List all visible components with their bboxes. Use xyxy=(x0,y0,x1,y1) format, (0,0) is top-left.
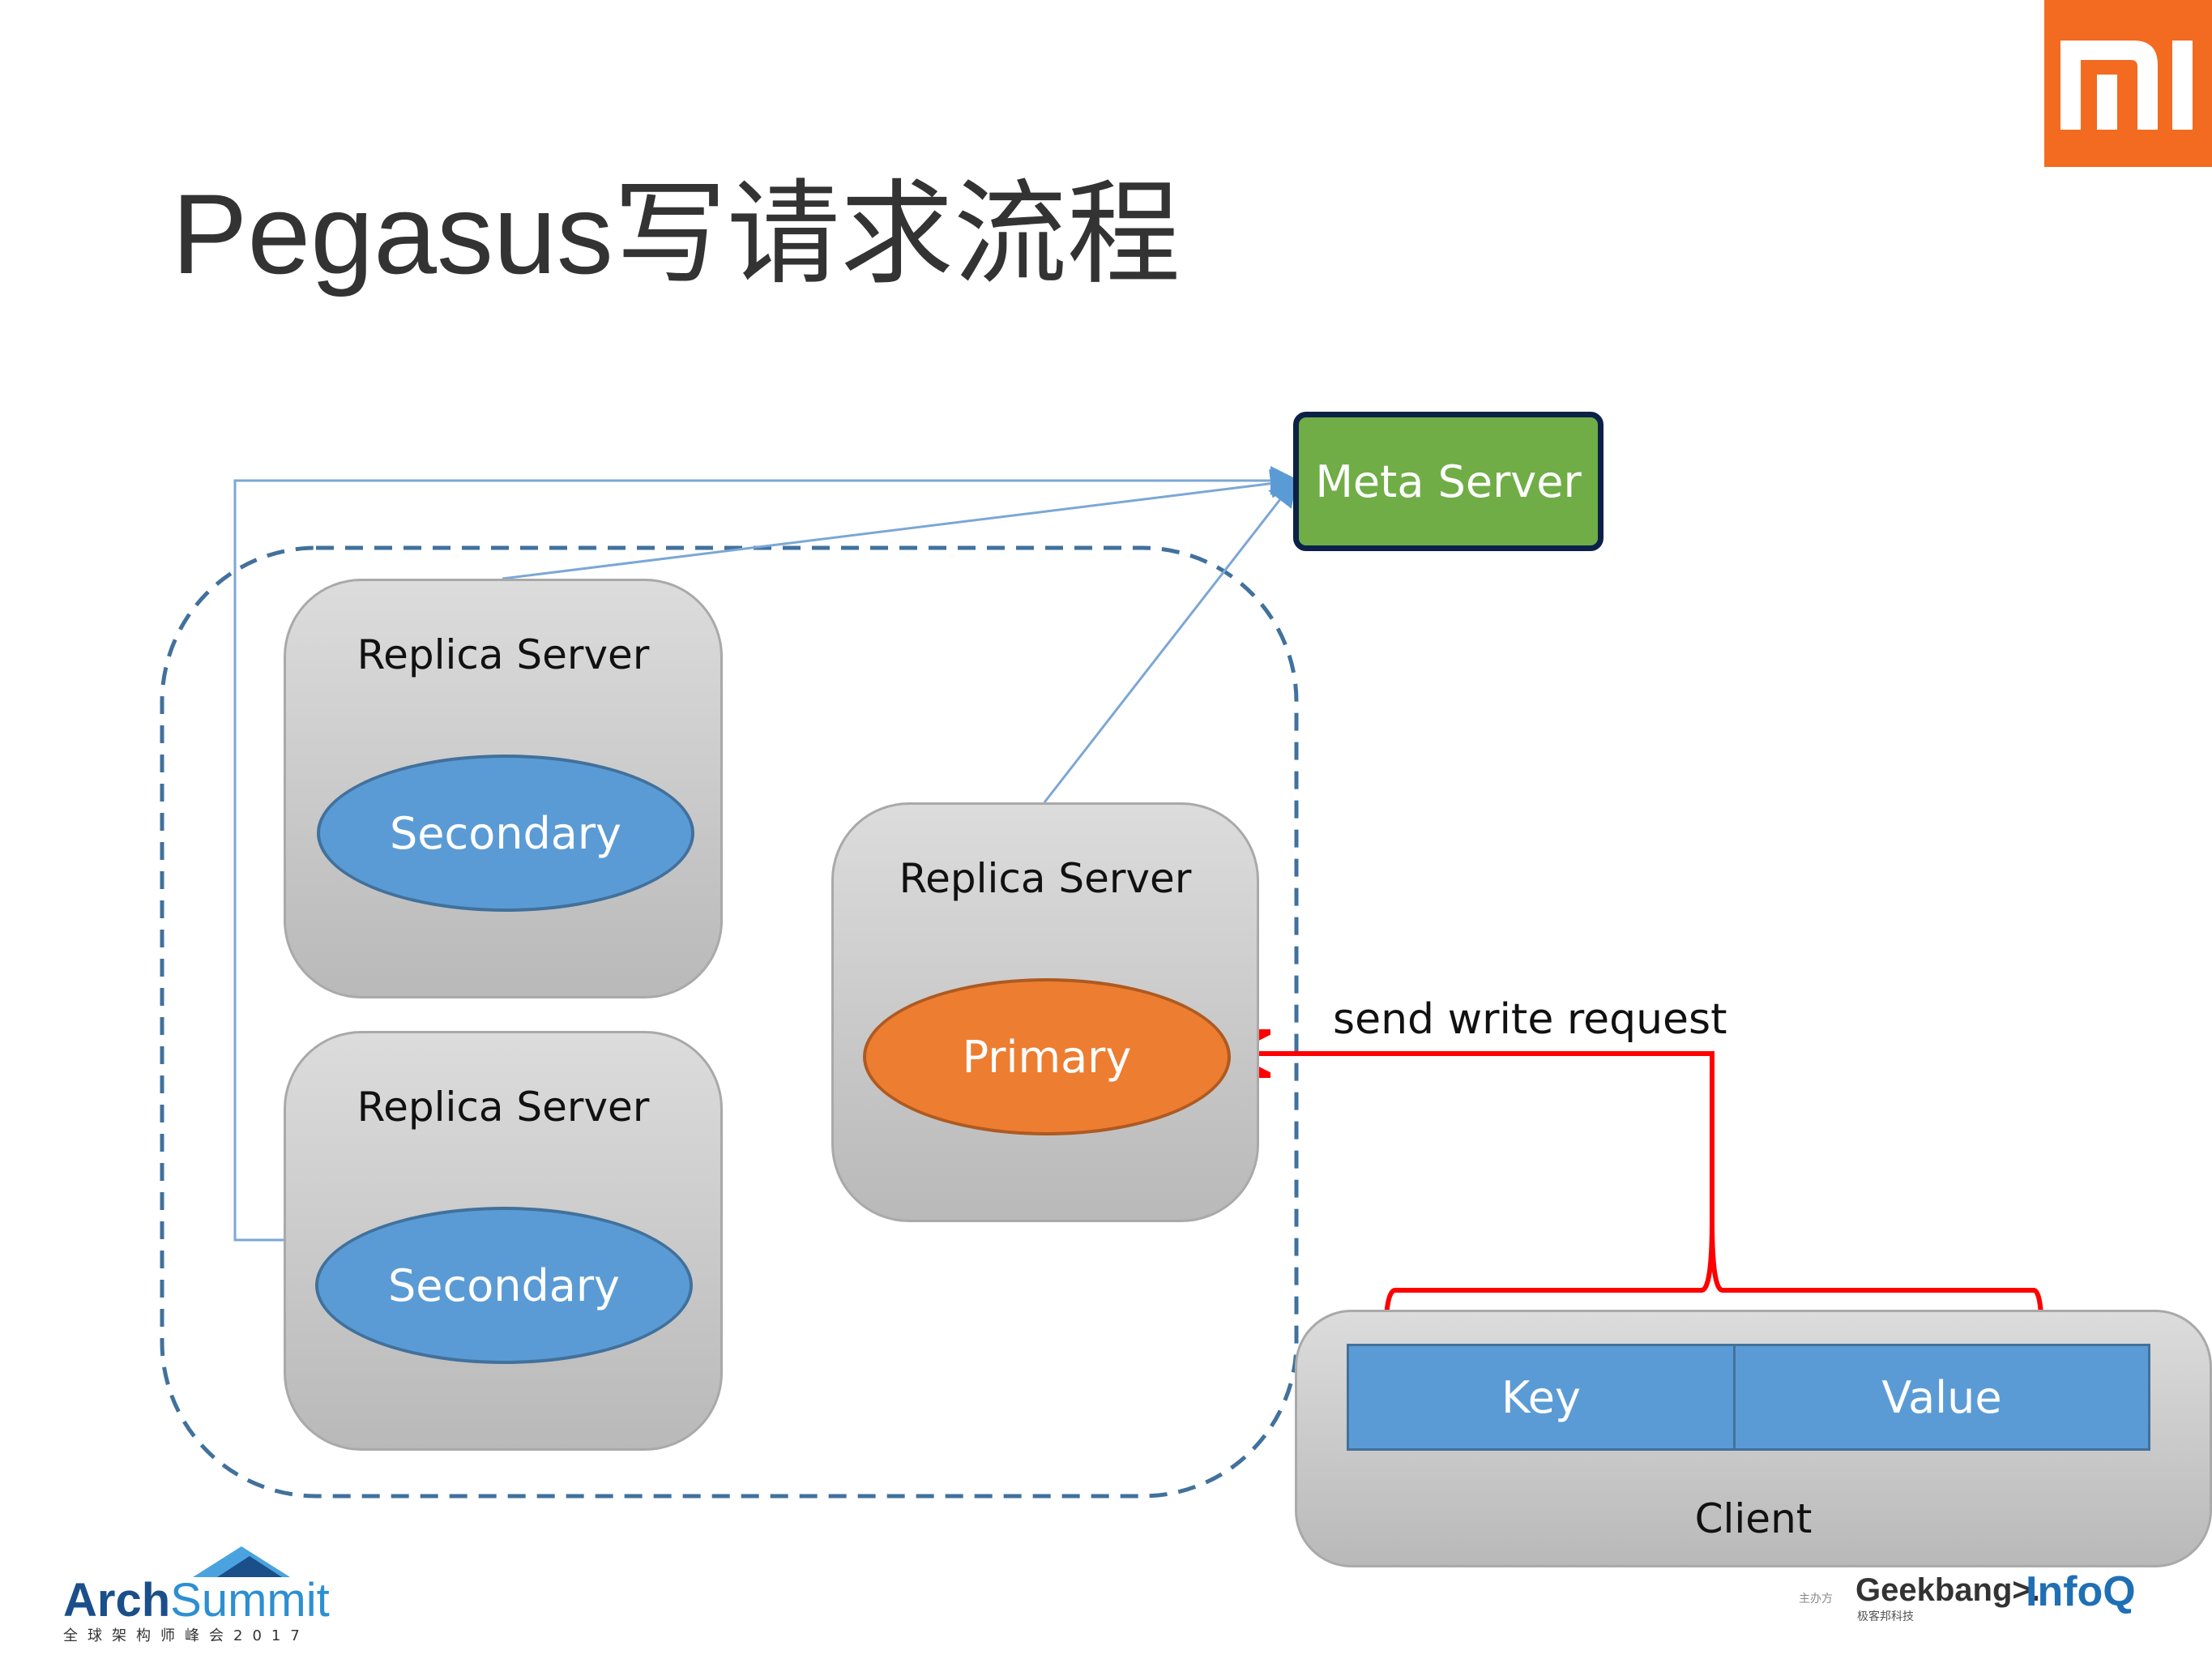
page-title: Pegasus写请求流程 xyxy=(172,170,1181,297)
link-secondary-bottom-to-meta xyxy=(233,466,1300,1242)
xiaomi-logo xyxy=(2044,0,2212,167)
secondary-node: Secondary xyxy=(317,755,694,912)
client-label: Client xyxy=(1694,1495,1813,1542)
replica-server-label: Replica Server xyxy=(357,631,650,678)
request-brace xyxy=(1383,1219,2044,1342)
replica-server-label: Replica Server xyxy=(357,1084,650,1131)
replica-server-top: Replica Server Secondary xyxy=(284,579,723,998)
secondary-node: Secondary xyxy=(315,1207,693,1364)
infoq-logo: InfoQ xyxy=(2026,1568,2136,1615)
link-secondary-top-to-meta xyxy=(502,468,1300,580)
summit-word: Summit xyxy=(170,1574,330,1627)
write-request-arrow xyxy=(1232,1054,1715,1220)
archsummit-logo: ArchSummit 全球架构师峰会2017 xyxy=(63,1546,330,1645)
geekbang-subtitle: 极客邦科技 xyxy=(1857,1610,1914,1623)
meta-server: Meta Server xyxy=(1293,412,1603,551)
mountain-icon xyxy=(193,1546,290,1577)
arch-word: Arch xyxy=(63,1574,171,1627)
send-write-request-label: send write request xyxy=(1333,995,1727,1044)
mi-logo-icon xyxy=(2060,41,2193,130)
geekbang-logo: Geekbang>. xyxy=(1855,1572,2040,1608)
primary-node: Primary xyxy=(863,978,1231,1135)
replica-group-outline xyxy=(160,545,1299,1499)
replica-server-label: Replica Server xyxy=(899,855,1192,902)
replica-server-primary: Replica Server Primary xyxy=(831,802,1259,1222)
host-label: 主办方 xyxy=(1799,1593,1833,1606)
value-cell: Value xyxy=(1733,1344,2150,1451)
link-primary-to-meta xyxy=(1043,477,1298,803)
key-cell: Key xyxy=(1347,1344,1736,1451)
archsummit-subtitle: 全球架构师峰会2017 xyxy=(63,1627,310,1644)
replica-server-bottom: Replica Server Secondary xyxy=(284,1031,723,1451)
